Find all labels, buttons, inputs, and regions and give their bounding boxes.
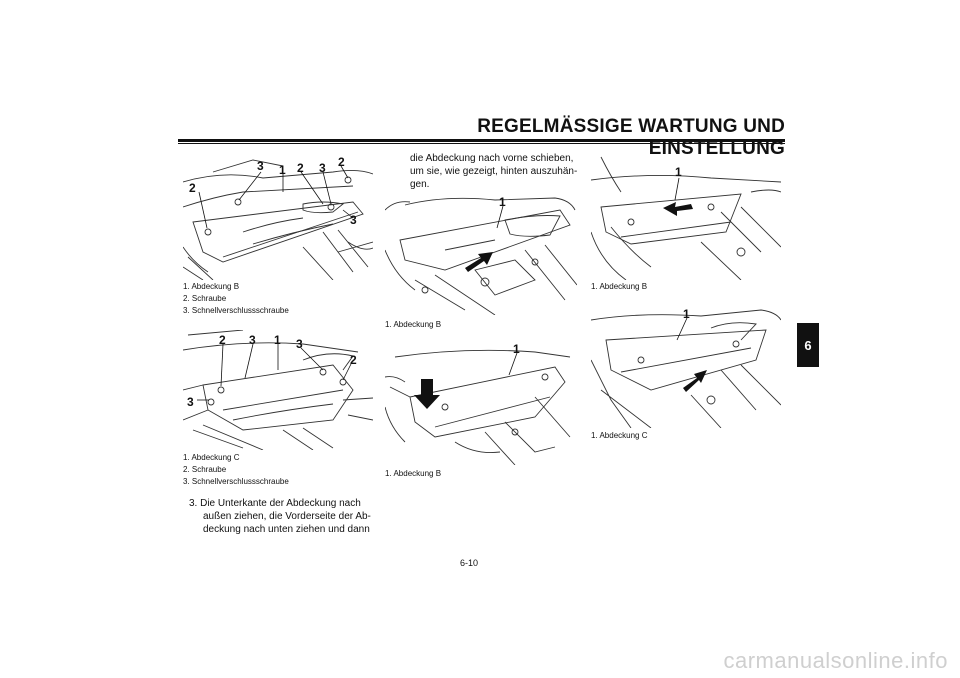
- callout-label: 1: [513, 342, 520, 356]
- callout-label: 1: [279, 163, 286, 177]
- cover-b-removal-illustration: 1: [385, 342, 571, 465]
- callout-label: 3: [187, 395, 194, 409]
- motorcycle-cover-b-illustration: 3 1 2 3 2 2 3: [183, 155, 373, 280]
- callout-label: 3: [249, 333, 256, 347]
- callout-label: 3: [319, 161, 326, 175]
- step-3-text: 3. Die Unterkante der Abdeckung nach auß…: [189, 498, 371, 535]
- callout-label: 2: [297, 161, 304, 175]
- cover-c-removal-illustration: 1: [591, 307, 781, 428]
- callout-label: 1: [274, 333, 281, 347]
- cover-b-removal-illustration: 1: [591, 156, 781, 280]
- figure-caption: 1. Abdeckung B: [591, 282, 648, 291]
- figure-cover-b-screws: 3 1 2 3 2 2 3: [183, 152, 373, 280]
- figure-caption: 1. Abdeckung B: [385, 320, 442, 329]
- callout-label: 2: [350, 353, 357, 367]
- callout-label: 2: [189, 181, 196, 195]
- figure-remove-cover-b-step3: 1: [591, 152, 781, 280]
- header-rule: [178, 139, 785, 142]
- callout-label: 3: [296, 337, 303, 351]
- figure-remove-cover-b-step2: 1: [385, 337, 577, 465]
- figure-remove-cover-b-step1: 1: [385, 190, 577, 315]
- callout-label: 3: [257, 159, 264, 173]
- callout-label: 2: [219, 333, 226, 347]
- figure-caption: 1. Abdeckung B 2. Schraube 3. Schnellver…: [183, 282, 289, 315]
- callout-label: 3: [350, 213, 357, 227]
- figure-caption: 1. Abdeckung C: [591, 431, 648, 440]
- cover-b-removal-illustration: 1: [385, 195, 577, 315]
- header-rule-thin: [178, 143, 785, 144]
- figure-caption: 1. Abdeckung B: [385, 469, 442, 478]
- watermark: carmanualsonline.info: [723, 648, 948, 673]
- callout-label: 2: [338, 155, 345, 169]
- callout-label: 1: [499, 195, 506, 209]
- callout-label: 1: [683, 307, 690, 321]
- motorcycle-cover-c-illustration: 2 3 1 3 2 3: [183, 330, 373, 450]
- callout-label: 1: [675, 165, 682, 179]
- figure-caption: 1. Abdeckung C 2. Schraube 3. Schnellver…: [183, 453, 289, 486]
- chapter-tab: 6: [797, 323, 819, 367]
- figure-remove-cover-c: 1: [591, 300, 781, 428]
- continuation-text: die Abdeckung nach vorne schieben, um si…: [410, 153, 578, 190]
- page-number: 6-10: [460, 558, 479, 568]
- figure-cover-c-screws: 2 3 1 3 2 3: [183, 330, 373, 450]
